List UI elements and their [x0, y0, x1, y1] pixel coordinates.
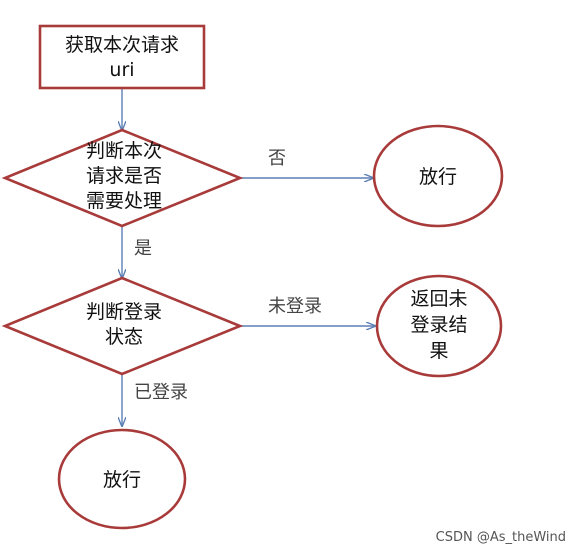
- node-start-label-2: uri: [109, 59, 134, 81]
- node-start-label-1: 获取本次请求: [65, 34, 179, 56]
- edge-label-logged-in: 已登录: [134, 382, 188, 403]
- node-return-label-3: 果: [429, 340, 448, 362]
- edge-label-no: 否: [268, 148, 286, 169]
- node-return-label-1: 返回未: [410, 288, 467, 310]
- node-return-label-2: 登录结: [410, 314, 467, 336]
- node-check-needed-diamond: [1, 128, 244, 228]
- node-check-login-diamond: [1, 276, 244, 376]
- node-start-box: [38, 24, 206, 90]
- node-pass-bottom-label: 放行: [103, 469, 141, 491]
- node-check-needed-label-2: 请求是否: [86, 165, 162, 187]
- node-return-ellipse: [375, 274, 503, 378]
- watermark-text: CSDN @As_theWind: [436, 530, 566, 545]
- node-check-login-label-2: 状态: [105, 326, 143, 348]
- node-pass-top-label: 放行: [419, 166, 457, 188]
- node-check-needed-label-3: 需要处理: [86, 190, 162, 212]
- edge-label-not-logged-in: 未登录: [268, 296, 322, 317]
- node-check-needed-label-1: 判断本次: [86, 140, 162, 162]
- node-pass-top-ellipse: [372, 124, 504, 228]
- edge-label-yes: 是: [134, 238, 152, 259]
- node-check-login-label-1: 判断登录: [86, 301, 162, 323]
- node-pass-bottom-ellipse: [57, 428, 187, 530]
